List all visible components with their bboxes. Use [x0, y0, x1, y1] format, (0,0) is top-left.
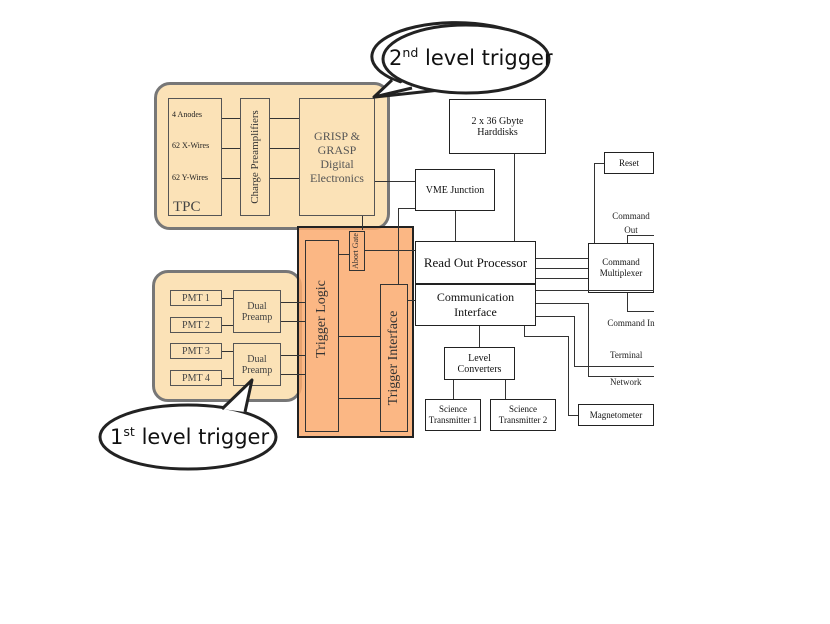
comm-label: Communication Interface — [436, 290, 515, 319]
second-level-text: level trigger — [425, 46, 553, 70]
cmd-out-label: Command Out — [612, 211, 650, 235]
readout-label: Read Out Processor — [423, 255, 528, 270]
pmt3-label: PMT 3 — [182, 345, 210, 357]
pmt1-label: PMT 1 — [182, 292, 210, 304]
second-level-suffix: nd — [402, 45, 419, 60]
reset-label: Reset — [619, 157, 639, 168]
second-level-callout: 2nd level trigger — [389, 45, 553, 70]
grisp-box: GRISP & GRASP Digital Electronics — [299, 98, 375, 216]
pmt4-label: PMT 4 — [182, 372, 210, 384]
magnetometer-box: Magnetometer — [578, 404, 654, 426]
vme-label: VME Junction — [425, 184, 485, 196]
vme-box: VME Junction — [415, 169, 495, 211]
y-wires-label: 62 Y-Wires — [172, 173, 209, 182]
harddisks-box: 2 x 36 Gbyte Harddisks — [449, 99, 546, 154]
tpc-label: TPC — [173, 199, 201, 215]
network-label: Network — [610, 377, 642, 387]
tpc-region — [154, 82, 390, 230]
abort-gate-box — [349, 231, 365, 271]
sci1-box: Science Transmitter 1 — [425, 399, 481, 431]
pmt3-box: PMT 3 — [170, 343, 222, 359]
charge-preamps-box — [240, 98, 270, 216]
dual-preamp-b-label: Dual Preamp — [241, 353, 273, 376]
trigger-block — [297, 226, 414, 438]
pmt1-box: PMT 1 — [170, 290, 222, 306]
grisp-label: GRISP & GRASP Digital Electronics — [310, 129, 364, 185]
x-wires-label: 62 X-Wires — [172, 141, 210, 150]
second-level-ordinal: 2 — [389, 46, 403, 70]
reset-box: Reset — [604, 152, 654, 174]
pmt4-box: PMT 4 — [170, 370, 222, 386]
trigger-interface-box — [380, 284, 408, 432]
dual-preamp-a-box: Dual Preamp — [233, 290, 281, 333]
dual-preamp-a-label: Dual Preamp — [241, 300, 273, 323]
cmd-in-label: Command In — [607, 318, 655, 328]
sci1-label: Science Transmitter 1 — [428, 404, 478, 425]
cmd-mux-box: Command Multiplexer — [588, 243, 654, 293]
tpc-input-box — [168, 98, 222, 216]
magnetometer-label: Magnetometer — [589, 409, 643, 420]
trigger-logic-box — [305, 240, 339, 432]
comm-box: Communication Interface — [415, 284, 536, 326]
level-conv-label: Level Converters — [457, 352, 502, 375]
trigger-logic-label: Trigger Logic — [314, 280, 329, 358]
charge-preamps-label: Charge Preamplifiers — [249, 110, 261, 204]
abort-gate-label: Abort Gate — [351, 233, 360, 269]
dual-preamp-b-box: Dual Preamp — [233, 343, 281, 386]
first-level-text: level trigger — [141, 425, 270, 449]
first-level-suffix: st — [123, 424, 135, 439]
terminal-label: Terminal — [610, 350, 643, 360]
pmt2-box: PMT 2 — [170, 317, 222, 333]
harddisks-label: 2 x 36 Gbyte Harddisks — [471, 115, 524, 138]
readout-box: Read Out Processor — [415, 241, 536, 284]
first-level-callout: 1st level trigger — [110, 424, 269, 449]
cmd-mux-label: Command Multiplexer — [599, 257, 643, 278]
sci2-box: Science Transmitter 2 — [490, 399, 556, 431]
sci2-label: Science Transmitter 2 — [498, 404, 548, 425]
trigger-interface-label: Trigger Interface — [386, 310, 401, 406]
first-level-ordinal: 1 — [110, 425, 124, 449]
anodes-label: 4 Anodes — [172, 110, 202, 119]
level-conv-box: Level Converters — [444, 347, 515, 380]
pmt2-label: PMT 2 — [182, 319, 210, 331]
